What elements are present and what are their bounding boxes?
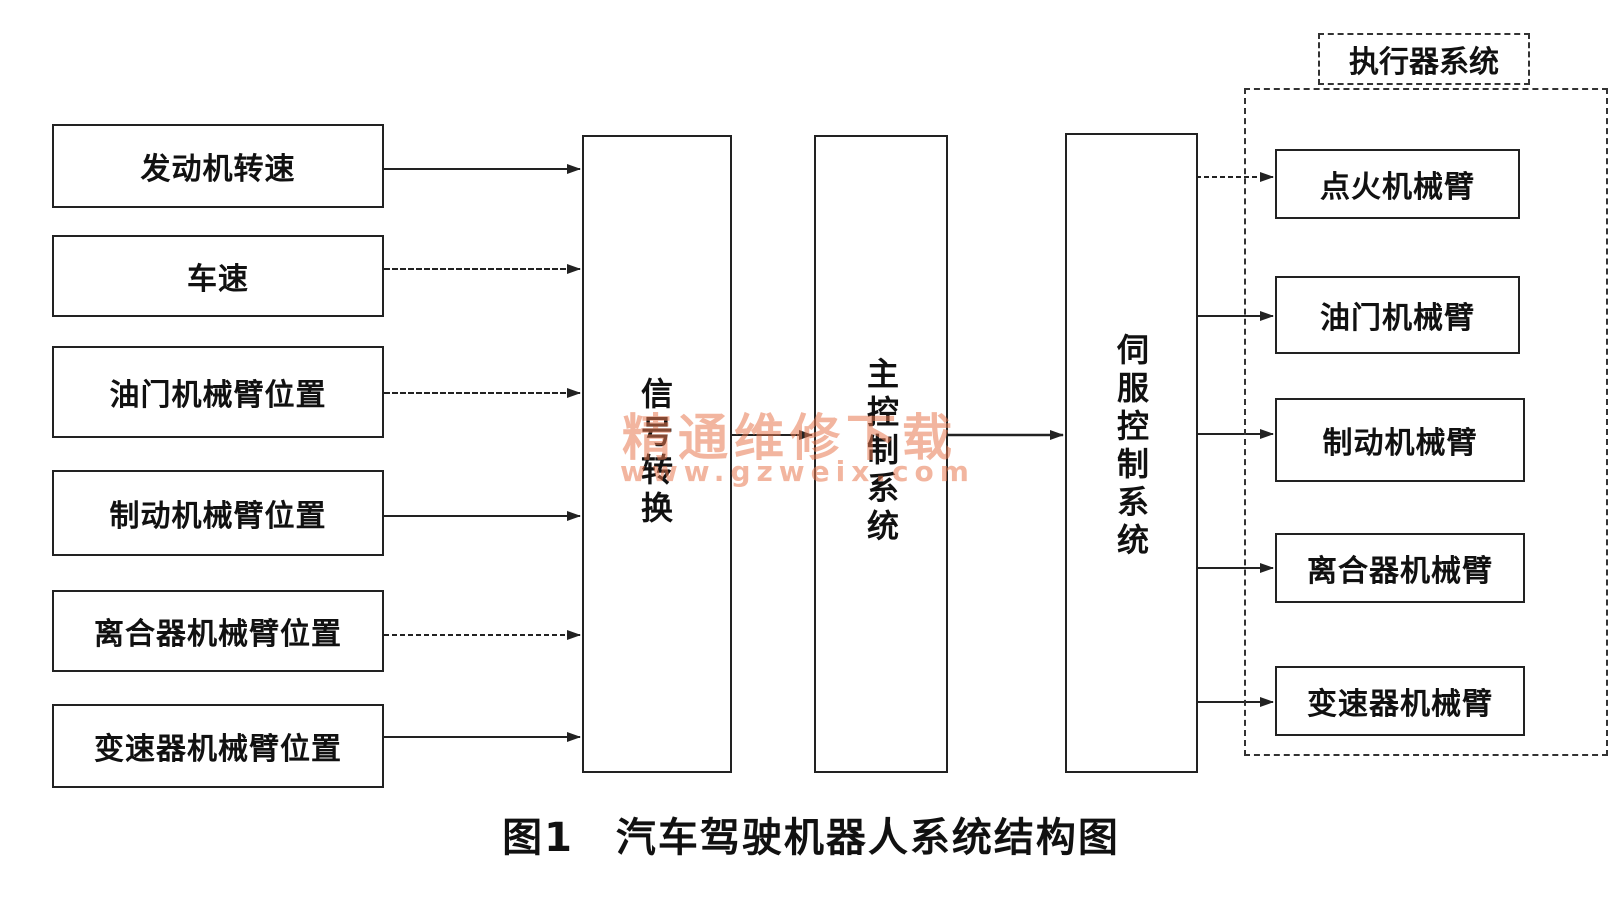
- output-clutch-arm: 离合器机械臂: [1275, 533, 1525, 603]
- input-gearbox-arm-position: 变速器机械臂位置: [52, 704, 384, 788]
- input-brake-arm-position: 制动机械臂位置: [52, 470, 384, 556]
- signal-conversion-block: 信号转换: [582, 135, 732, 773]
- executor-system-frame: [1244, 88, 1608, 756]
- output-throttle-arm: 油门机械臂: [1275, 276, 1520, 354]
- main-control-label: 主控制系统: [862, 357, 900, 547]
- input-clutch-arm-position: 离合器机械臂位置: [52, 590, 384, 672]
- output-gearbox-arm: 变速器机械臂: [1275, 666, 1525, 736]
- executor-system-label: 执行器系统: [1318, 33, 1530, 85]
- main-control-block: 主控制系统: [814, 135, 948, 773]
- figure-caption: 图1 汽车驾驶机器人系统结构图: [502, 815, 1120, 861]
- input-throttle-arm-position: 油门机械臂位置: [52, 346, 384, 438]
- servo-control-block: 伺服控制系统: [1065, 133, 1198, 773]
- servo-control-label: 伺服控制系统: [1112, 333, 1150, 561]
- output-brake-arm: 制动机械臂: [1275, 398, 1525, 482]
- signal-conversion-label: 信号转换: [636, 377, 674, 529]
- input-engine-speed: 发动机转速: [52, 124, 384, 208]
- input-vehicle-speed: 车速: [52, 235, 384, 317]
- output-ignition-arm: 点火机械臂: [1275, 149, 1520, 219]
